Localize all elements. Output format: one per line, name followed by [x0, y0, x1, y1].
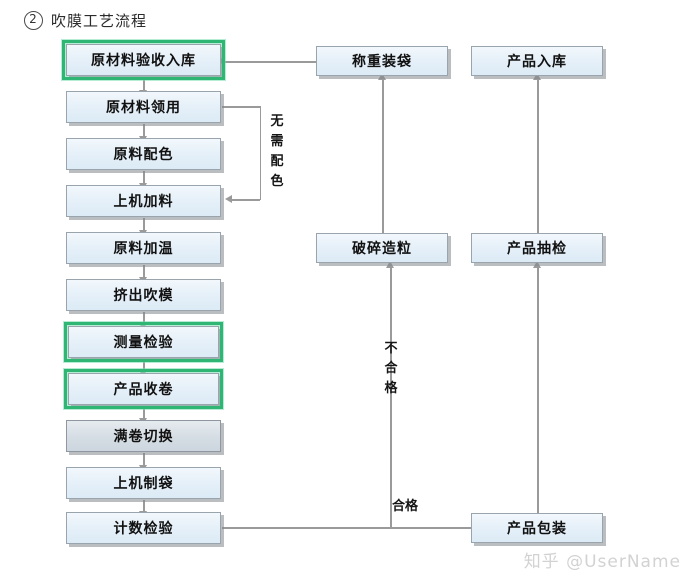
- connector-n7-n8: [143, 359, 145, 371]
- node-label: 原料加温: [113, 241, 174, 257]
- node-label: 原料配色: [113, 147, 174, 163]
- edge-label-pass: 合格: [392, 499, 419, 514]
- node-raw-material-acceptance[interactable]: 原材料验收入库: [62, 40, 225, 80]
- connector-bypass-bottom: [232, 199, 260, 201]
- connector-bypass-top: [222, 106, 261, 108]
- diagram-title: 2 吹膜工艺流程: [24, 10, 147, 31]
- node-label: 上机制袋: [113, 476, 174, 492]
- node-label: 产品入库: [507, 54, 567, 70]
- connector-fail-vertical: [390, 268, 392, 527]
- node-label: 产品收卷: [113, 382, 174, 398]
- node-roll-changeover[interactable]: 满卷切换: [66, 420, 221, 452]
- connector-n13-n12: [382, 80, 384, 233]
- node-label: 原材料领用: [106, 100, 181, 116]
- node-extrusion-blow-molding[interactable]: 挤出吹模: [66, 279, 221, 311]
- node-bag-making-machine[interactable]: 上机制袋: [66, 467, 221, 499]
- node-label: 破碎造粒: [352, 241, 412, 257]
- arrowhead-n15-n14: [532, 73, 541, 80]
- node-weighing-bagging[interactable]: 称重装袋: [316, 46, 448, 76]
- node-crushing-granulation[interactable]: 破碎造粒: [316, 233, 448, 263]
- title-text: 吹膜工艺流程: [51, 12, 148, 30]
- node-product-sampling[interactable]: 产品抽检: [471, 233, 603, 263]
- connector-bypass-right: [259, 106, 262, 200]
- connector-n6-n7: [143, 312, 145, 324]
- node-count-inspection[interactable]: 计数检验: [66, 512, 221, 544]
- title-number: 2: [24, 11, 43, 30]
- connector-n15-n14: [537, 80, 539, 233]
- watermark: 知乎 @UserName: [523, 552, 681, 572]
- edge-label-fail: 不 合 格: [384, 341, 398, 396]
- node-label: 满卷切换: [113, 429, 174, 445]
- connector-n10-n11: [143, 500, 145, 512]
- connector-n8-n9: [143, 406, 145, 419]
- arrowhead-bypass-n4: [225, 195, 232, 203]
- connector-n3-n4: [143, 171, 145, 184]
- node-machine-feeding[interactable]: 上机加料: [66, 185, 221, 217]
- node-product-warehousing[interactable]: 产品入库: [471, 46, 603, 76]
- node-label: 计数检验: [113, 521, 174, 537]
- arrowhead-n16-n15: [532, 261, 541, 268]
- connector-n16-n15: [537, 268, 539, 513]
- node-label: 称重装袋: [352, 54, 412, 70]
- connector-n4-n5: [143, 218, 145, 231]
- connector-n11-trunk: [222, 527, 475, 529]
- connector-n5-n6: [143, 265, 145, 278]
- connector-n9-n10: [143, 453, 145, 466]
- node-label: 上机加料: [113, 194, 174, 210]
- edge-label-no-color-needed: 无 需 配 色: [270, 114, 284, 189]
- node-raw-material-coloring[interactable]: 原料配色: [66, 138, 221, 170]
- node-raw-material-requisition[interactable]: 原材料领用: [66, 91, 221, 123]
- connector-n12-n1: [224, 61, 323, 63]
- node-label: 产品包装: [507, 521, 567, 537]
- node-label: 原材料验收入库: [91, 53, 196, 69]
- connector-n1-n2: [143, 78, 145, 91]
- node-label: 产品抽检: [507, 241, 567, 257]
- connector-n2-n3: [143, 124, 145, 137]
- node-product-packaging[interactable]: 产品包装: [471, 513, 603, 543]
- arrowhead-n13-n12: [377, 73, 386, 80]
- node-label: 挤出吹模: [113, 288, 174, 304]
- node-product-winding[interactable]: 产品收卷: [64, 369, 223, 409]
- node-material-heating[interactable]: 原料加温: [66, 232, 221, 264]
- arrowhead-fail-n13: [385, 261, 394, 268]
- node-measurement-inspection[interactable]: 测量检验: [64, 322, 223, 362]
- node-label: 测量检验: [113, 335, 174, 351]
